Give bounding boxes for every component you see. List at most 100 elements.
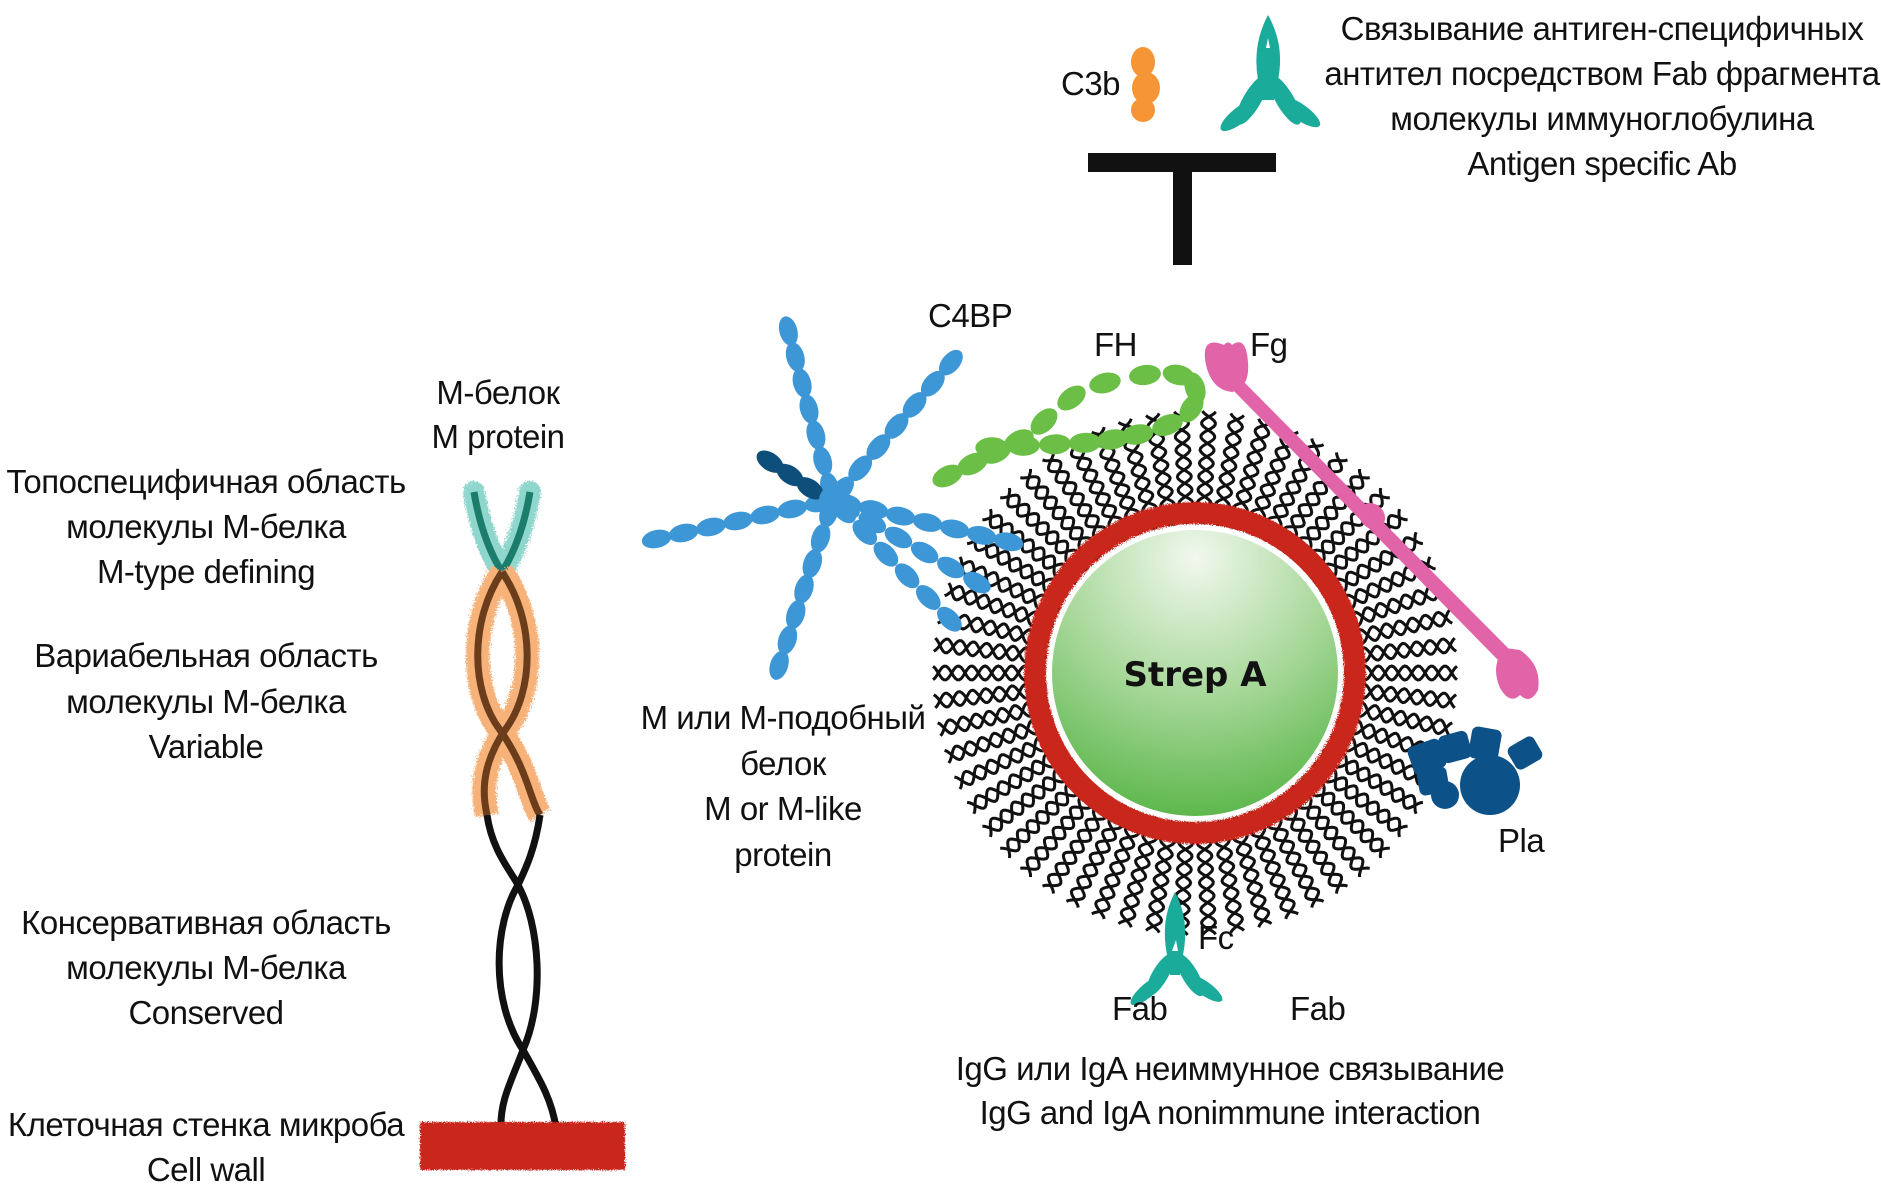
label-line: М или М-подобный bbox=[641, 699, 926, 736]
label-c3b: C3b bbox=[1061, 65, 1120, 102]
conserved-region bbox=[483, 814, 560, 1129]
antigen-specific-antibody bbox=[1220, 15, 1321, 132]
label-igg-iga: IgG или IgA неиммунное связывание IgG an… bbox=[956, 1050, 1505, 1131]
label-line: Топоспецифичная область bbox=[6, 463, 405, 500]
label-line: protein bbox=[734, 836, 831, 873]
c4bp-bead bbox=[920, 370, 945, 397]
c4bp-bead bbox=[894, 563, 920, 589]
label-line: Клеточная стенка микроба bbox=[8, 1106, 405, 1143]
fh-bead bbox=[1007, 435, 1040, 456]
c4bp-bead bbox=[937, 556, 965, 579]
label-line: M-type defining bbox=[97, 553, 315, 590]
c4bp-bead bbox=[696, 517, 726, 537]
c4bp-bead bbox=[873, 541, 899, 567]
fg-molecule bbox=[1204, 342, 1539, 699]
label-line: Cell wall bbox=[147, 1151, 265, 1188]
m-protein-molecule bbox=[420, 481, 625, 1170]
pla-molecule bbox=[1407, 726, 1543, 815]
label-line: IgG или IgA неиммунное связывание bbox=[956, 1050, 1505, 1087]
label-c4bp: C4BP bbox=[928, 297, 1012, 334]
c4bp-bead bbox=[641, 529, 672, 549]
label-line: молекулы М-белка bbox=[66, 949, 347, 986]
label-fc: Fc bbox=[1198, 919, 1234, 956]
c4bp-bead bbox=[750, 505, 780, 525]
c4bp-bead bbox=[848, 455, 873, 482]
label-line: M protein bbox=[431, 418, 564, 455]
label-line: белок bbox=[740, 745, 827, 782]
c4bp-bead bbox=[723, 511, 753, 531]
c4bp-bead-dark bbox=[796, 477, 824, 500]
label-line: Conserved bbox=[128, 994, 283, 1031]
label-fab-left: Fab bbox=[1112, 990, 1167, 1027]
fh-bead bbox=[1069, 432, 1101, 453]
fh-bead bbox=[1039, 434, 1071, 455]
fh-bead bbox=[1030, 408, 1058, 435]
label-line: антител посредством Fab фрагмента bbox=[1324, 55, 1880, 92]
label-variable: Вариабельная область молекулы М-белка Va… bbox=[34, 637, 378, 765]
fh-bead bbox=[1096, 429, 1129, 450]
strep-a-cell: Strep A bbox=[932, 410, 1458, 936]
c4bp-bead bbox=[916, 585, 941, 610]
label-line: Связывание антиген-специфичных bbox=[1341, 10, 1865, 47]
label-pla: Pla bbox=[1498, 822, 1545, 859]
label-m-type-defining: Топоспецифичная область молекулы М-белка… bbox=[6, 463, 406, 590]
label-conserved: Консервативная область молекулы М-белка … bbox=[21, 904, 391, 1031]
c4bp-bead bbox=[777, 499, 808, 519]
cell-wall-bar bbox=[420, 1122, 625, 1170]
igg-antibody-bottom bbox=[1130, 892, 1223, 1006]
label-line: молекулы М-белка bbox=[66, 508, 347, 545]
fh-bead bbox=[1179, 393, 1204, 423]
c4bp-bead bbox=[792, 368, 812, 398]
label-line: Antigen specific Ab bbox=[1467, 145, 1736, 182]
label-line: M-белок bbox=[436, 374, 560, 411]
cell-label: Strep A bbox=[1123, 655, 1267, 695]
c4bp-bead bbox=[902, 392, 927, 418]
label-line: Вариабельная область bbox=[34, 637, 378, 674]
c4bp-bead-dark bbox=[776, 463, 804, 487]
c4bp-bead bbox=[910, 541, 939, 564]
c4bp-bead bbox=[858, 511, 887, 534]
c4bp-bead bbox=[884, 413, 909, 439]
fh-bead bbox=[1121, 424, 1154, 445]
c4bp-bead bbox=[777, 625, 798, 655]
c4bp-bead bbox=[799, 394, 819, 424]
c4bp-bead bbox=[963, 571, 991, 594]
c4bp-bead bbox=[785, 342, 805, 372]
label-line: M or M-like bbox=[704, 790, 862, 827]
c4bp-bead bbox=[912, 513, 943, 532]
inhibition-t-bar bbox=[1088, 153, 1276, 265]
c4bp-bead bbox=[993, 532, 1024, 552]
c4bp-bead-dark bbox=[756, 450, 784, 473]
fh-molecule bbox=[932, 364, 1206, 488]
label-fh: FH bbox=[1094, 326, 1137, 363]
c3b-molecule bbox=[1131, 47, 1160, 122]
fh-bead bbox=[1089, 372, 1121, 394]
label-line: IgG and IgA nonimmune interaction bbox=[980, 1094, 1481, 1131]
c4bp-bead bbox=[938, 349, 963, 376]
label-fg: Fg bbox=[1250, 326, 1288, 363]
c4bp-bead bbox=[778, 316, 798, 346]
c4bp-bead bbox=[966, 525, 997, 545]
label-line: молекулы иммуноглобулина bbox=[1390, 100, 1815, 137]
c4bp-core bbox=[819, 486, 847, 514]
label-line: молекулы М-белка bbox=[66, 683, 347, 720]
c4bp-bead bbox=[813, 446, 833, 476]
c4bp-bead bbox=[884, 526, 913, 549]
fh-bead bbox=[1152, 413, 1183, 437]
c4bp-bead bbox=[866, 434, 891, 460]
label-m-protein: M-белок M protein bbox=[431, 374, 565, 455]
label-m-like-protein: М или М-подобный белок M or M-like prote… bbox=[641, 699, 926, 873]
label-line: Variable bbox=[149, 728, 264, 765]
c4bp-bead bbox=[937, 606, 962, 632]
fh-bead bbox=[1057, 385, 1086, 411]
cell-wall-ring bbox=[1024, 502, 1366, 844]
c4bp-bead bbox=[802, 549, 823, 579]
fh-bead bbox=[1129, 364, 1161, 386]
label-line: Консервативная область bbox=[21, 904, 391, 941]
fh-bead bbox=[957, 452, 988, 476]
c4bp-bead bbox=[785, 599, 806, 629]
c4bp-molecule bbox=[641, 316, 1024, 680]
cell-body bbox=[1052, 530, 1338, 816]
c4bp-bead bbox=[769, 650, 789, 680]
fh-bead bbox=[975, 437, 1008, 458]
